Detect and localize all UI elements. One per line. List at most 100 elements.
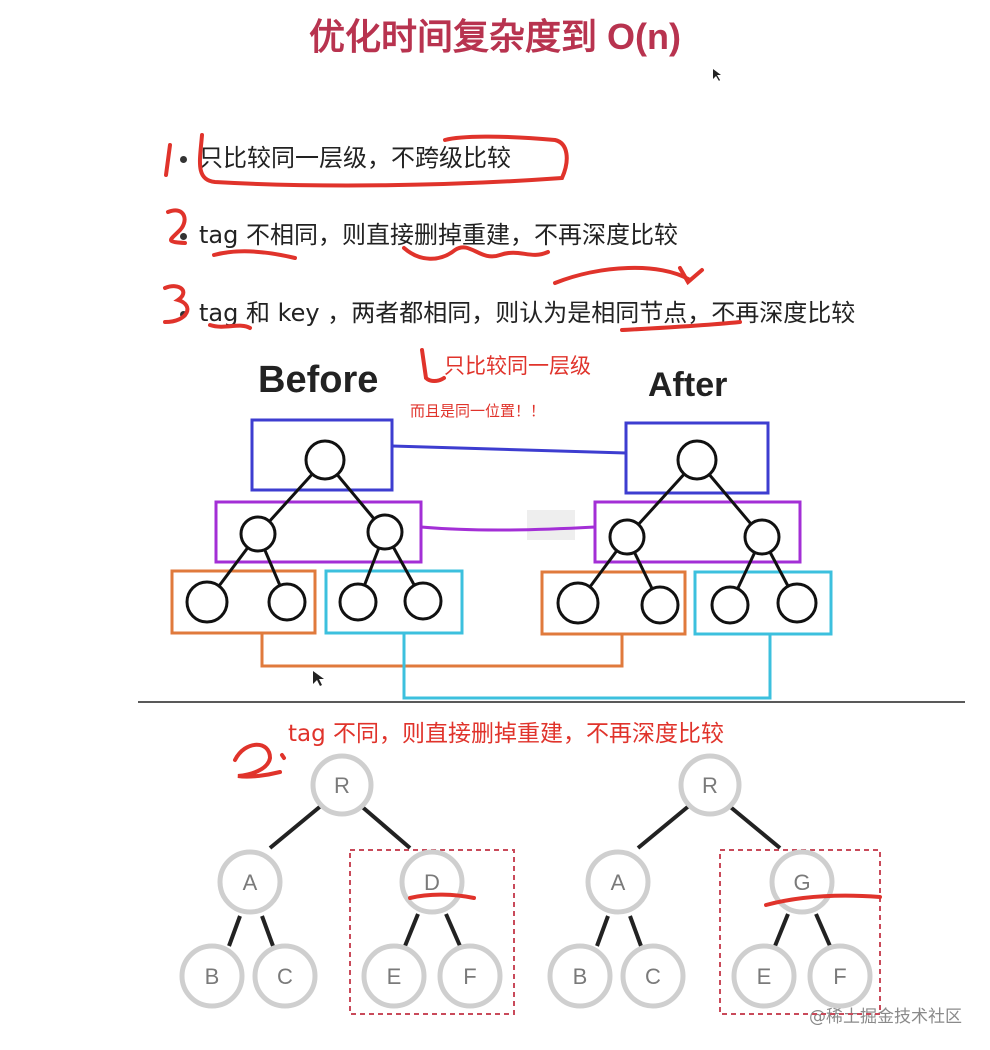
level-boxes [170,418,833,700]
watermark: @稀土掘金技术社区 [809,1007,962,1027]
mark-3-stroke [163,284,190,324]
bullet-1-text: 只比较同一层级，不跨级比较 [199,144,511,172]
bullet-3: tag 和 key ，两者都相同，则认为是相同节点，不再深度比较 [180,293,855,328]
edge [595,915,610,947]
tree-node [403,581,443,621]
strike-g [764,893,882,907]
edge [444,913,462,947]
tree-node [366,513,404,551]
circle-bullet-1 [198,133,569,188]
tree-node [304,439,346,481]
after-level1-box [624,421,770,495]
underline-tag [212,249,297,260]
node-label: E [757,964,772,989]
after-level3-right-box [693,570,833,636]
after-tree [556,439,818,625]
mark-big-2 [233,742,282,779]
tree-node [710,585,750,625]
bullet-2-text: tag 不相同，则直接删掉重建，不再深度比较 [199,221,678,249]
tree-node [547,943,613,1009]
tree-node [239,515,277,553]
page-title: 优化时间复杂度到 O(n) [309,16,681,57]
before-level1-box [250,418,394,492]
mark-big-2-dot [280,753,286,760]
tree-node [807,943,873,1009]
tree-node [437,943,503,1009]
tree-node [676,439,718,481]
underline-tag2 [208,323,252,330]
node-label: B [573,964,588,989]
edge [636,803,692,850]
edge [726,803,782,850]
tree-node [776,582,818,624]
edge [773,913,790,947]
tree-node [743,518,781,556]
underline-rebuild [402,245,550,261]
mark-1-stroke [164,143,172,177]
node-label: C [277,964,293,989]
tree2-right: R A G B C E F [547,753,873,1009]
before-level3-left-box [170,569,317,635]
mark-2-stroke [166,208,187,245]
node-label: G [793,870,810,895]
edge [628,915,643,947]
edge [260,915,275,947]
after-level2-box [593,500,802,564]
after-level3-left-box [540,570,687,636]
tree-node [620,943,686,1009]
underline-same-node [620,320,742,332]
bullet-dot-icon [180,155,187,163]
edge [268,803,324,850]
tree-node [179,943,245,1009]
bullet-2: tag 不相同，则直接删掉重建，不再深度比较 [180,215,678,250]
tree-node [585,849,651,915]
node-label: A [611,870,626,895]
node-label: C [645,964,661,989]
before-tree [185,439,443,624]
highlight-rect [527,510,575,540]
tree-node [608,518,646,556]
tree-node [731,943,797,1009]
cursor-icon [313,671,324,686]
edge [227,915,242,947]
arc-same [553,266,692,285]
node-label: F [463,964,476,989]
tree-node [361,943,427,1009]
tree2-left: R A D B C E F [179,753,503,1009]
cursor-icon [713,69,721,81]
tree-node [310,753,374,817]
tree-node [185,580,229,624]
node-label: D [424,870,440,895]
after-label: After [648,366,727,404]
node-label: E [387,964,402,989]
strike-d [408,892,476,900]
before-level3-right-box [324,569,464,635]
level3-cyan-connector [402,633,772,700]
check-mark [678,266,704,286]
edge [358,803,412,850]
mark-1-small [420,348,446,383]
tree-node [217,849,283,915]
node-label: B [205,964,220,989]
node-label: R [334,773,350,798]
tree-node [338,582,378,622]
before-label: Before [258,359,378,401]
before-level2-box [214,500,423,564]
level3-orange-connector [260,633,624,668]
tree-node [267,582,307,622]
level2-connector [420,525,596,532]
tree-node [556,581,600,625]
annotation-same-position: 而且是同一位置！！ [410,402,546,420]
bullet-3-text: tag 和 key ，两者都相同，则认为是相同节点，不再深度比较 [199,299,856,327]
tree-node [678,753,742,817]
tree-node [640,585,680,625]
edge [403,913,420,947]
bullet-1: 只比较同一层级，不跨级比较 [180,138,511,173]
bullet-annotations [163,133,742,779]
annotation-same-level: 只比较同一层级 [444,354,591,378]
node-label: A [243,870,258,895]
annotation-section2: tag 不同，则直接删掉重建，不再深度比较 [288,721,725,747]
tree-node [252,943,318,1009]
node-label: F [833,964,846,989]
